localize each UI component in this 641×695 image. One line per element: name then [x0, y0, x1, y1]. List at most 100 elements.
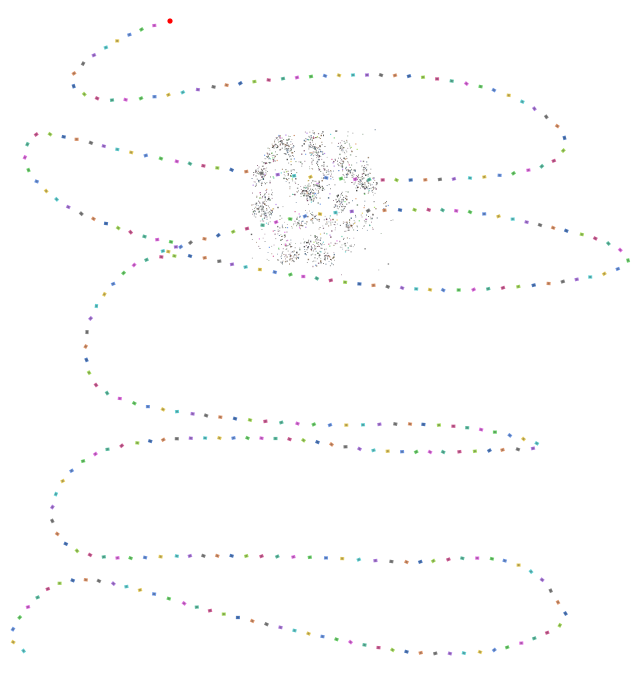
cloud-point [321, 180, 323, 182]
cloud-point [277, 225, 279, 228]
camera-marker [127, 32, 132, 37]
cloud-point [316, 182, 318, 184]
cloud-point [292, 251, 294, 253]
camera-marker [224, 83, 229, 88]
cloud-point [366, 188, 368, 190]
cloud-point [292, 180, 294, 182]
camera-marker [461, 651, 467, 656]
cloud-point [307, 180, 309, 182]
cloud-point [268, 162, 270, 163]
cloud-point [314, 246, 316, 247]
cloud-point [346, 225, 348, 227]
cloud-point [272, 157, 274, 159]
camera-marker [510, 170, 517, 176]
camera-marker [449, 79, 454, 83]
cloud-point [277, 253, 278, 255]
camera-marker [519, 99, 525, 104]
cloud-point [310, 201, 312, 203]
cloud-point [284, 144, 286, 146]
cloud-point [265, 216, 267, 218]
cloud-point [290, 255, 292, 257]
cloud-point [342, 146, 344, 148]
cloud-point [263, 200, 265, 202]
cloud-point [356, 187, 358, 189]
cloud-point [356, 189, 358, 192]
cloud-point [318, 183, 320, 185]
camera-marker [377, 422, 382, 427]
cloud-point [352, 223, 354, 225]
camera-marker [273, 436, 278, 441]
cloud-point [300, 186, 302, 187]
cloud-point [290, 149, 292, 150]
cloud-point [274, 233, 276, 235]
cloud-point [278, 141, 280, 142]
cloud-point [330, 219, 332, 221]
cloud-point [273, 177, 275, 179]
cloud-point [267, 153, 269, 155]
cloud-point [278, 134, 280, 137]
cloud-point [296, 216, 298, 218]
camera-marker [560, 148, 566, 154]
cloud-point [366, 170, 367, 172]
cloud-point [309, 131, 311, 133]
cloud-point [316, 197, 317, 199]
cloud-point [254, 213, 255, 215]
cloud-point [345, 226, 348, 228]
cloud-point [305, 190, 307, 192]
cloud-point [338, 142, 339, 144]
cloud-point [329, 245, 331, 247]
cloud-point [281, 141, 283, 143]
camera-marker [447, 651, 453, 656]
cloud-point [358, 220, 360, 222]
cloud-point [274, 144, 276, 146]
cloud-point [268, 215, 270, 217]
cloud-point [269, 148, 270, 149]
camera-marker [10, 626, 16, 632]
camera-marker [211, 84, 216, 89]
cloud-point [318, 167, 320, 169]
cloud-point [314, 132, 315, 133]
cloud-point [338, 208, 339, 210]
camera-marker [407, 422, 413, 426]
cloud-point [363, 173, 364, 174]
cloud-point [275, 147, 277, 149]
camera-marker [90, 216, 97, 222]
cloud-point [313, 133, 315, 134]
cloud-point [312, 215, 314, 217]
cloud-point [283, 254, 285, 255]
cloud-point [371, 190, 372, 192]
cloud-point [344, 151, 345, 153]
cloud-point [318, 252, 320, 254]
cloud-point [320, 187, 321, 188]
cloud-point [367, 192, 369, 194]
cloud-point [268, 222, 269, 224]
cloud-point [294, 151, 295, 152]
cloud-point [291, 147, 293, 149]
cloud-point [331, 262, 332, 264]
cloud-point [335, 204, 337, 206]
cloud-point [318, 137, 320, 138]
cloud-point [265, 190, 267, 191]
cloud-point [348, 173, 349, 175]
camera-marker [445, 557, 451, 562]
camera-marker [91, 52, 97, 58]
cloud-point [288, 144, 290, 146]
cloud-point [329, 256, 331, 258]
cloud-point [329, 171, 331, 173]
cloud-point [309, 166, 310, 168]
cloud-point [260, 205, 262, 207]
cloud-point [296, 225, 298, 227]
cloud-point [317, 192, 319, 194]
camera-marker [323, 175, 329, 180]
cloud-point [314, 151, 316, 153]
cloud-point [339, 153, 341, 156]
cloud-point [358, 177, 359, 179]
camera-marker [373, 558, 378, 563]
cloud-point [321, 177, 323, 179]
cloud-point [289, 188, 291, 190]
cloud-point [324, 255, 326, 257]
camera-marker [221, 612, 226, 616]
cloud-point [267, 155, 269, 158]
cloud-point [310, 198, 313, 201]
cloud-point [312, 261, 314, 263]
